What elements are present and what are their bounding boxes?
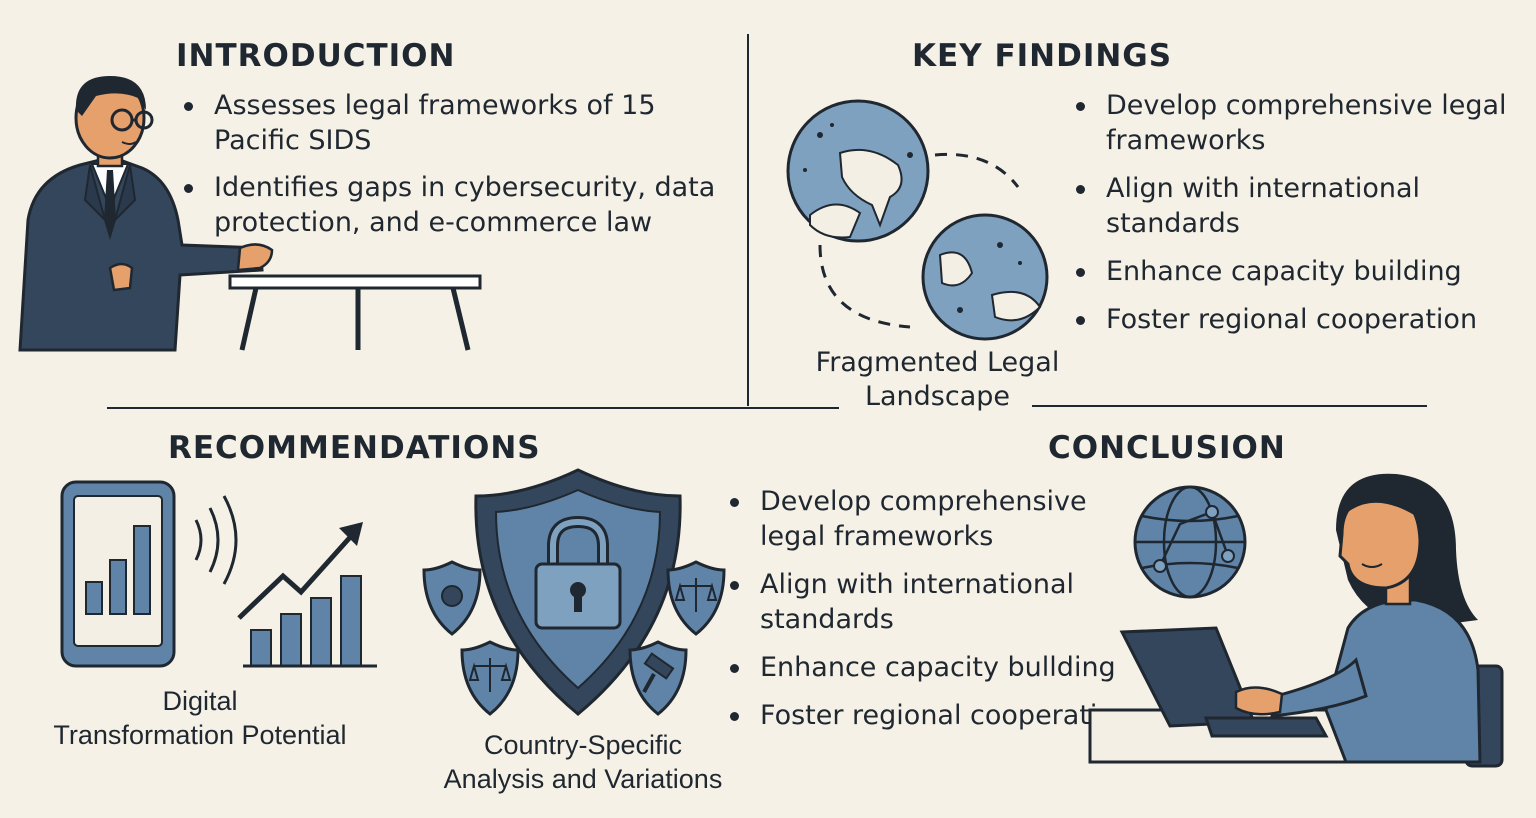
list-item: Align with international standards (722, 567, 1142, 637)
globe-network-icon (1133, 485, 1247, 599)
scales-icon (460, 640, 520, 716)
conclusion-heading: CONCLUSION (1048, 430, 1286, 466)
horizontal-divider-right (1032, 405, 1427, 407)
digital-caption-line2: Transformation Potential (53, 720, 347, 750)
key-findings-bullets: Develop comprehensive legal frameworks A… (1068, 88, 1508, 337)
list-item: Assesses legal frameworks of 15 Pacific … (176, 88, 736, 158)
presenter-figure (18, 76, 274, 352)
introduction-bullets: Assesses legal frameworks of 15 Pacific … (176, 88, 736, 240)
list-item: Foster regional cooperation (1068, 302, 1508, 337)
list-item: Identifies gaps in cybersecurity, data p… (176, 170, 736, 240)
vertical-divider (747, 34, 749, 406)
introduction-heading: INTRODUCTION (176, 38, 456, 74)
horizontal-divider-left (107, 407, 839, 409)
key-findings-heading: KEY FINDINGS (912, 38, 1173, 74)
list-item: Foster regional cooperation (722, 698, 1142, 733)
fragmented-caption: Fragmented Legal Landscape (790, 346, 1085, 414)
fragmented-caption-line1: Fragmented Legal (815, 347, 1060, 378)
woman-laptop-figure (1088, 473, 1504, 768)
recommendations-heading: RECOMMENDATIONS (168, 430, 541, 466)
table-icon (228, 274, 482, 351)
growth-chart-icon (237, 522, 377, 668)
list-item: Enhance capacity bullding (722, 650, 1142, 685)
country-caption-line2: Analysis and Variations (443, 764, 723, 794)
country-caption-line1: Country-Specific (483, 730, 683, 760)
gavel-icon (628, 640, 688, 716)
list-item: Enhance capacity building (1068, 254, 1508, 289)
digital-caption-line1: Digital (162, 686, 238, 716)
smartphone-chart-icon (60, 480, 238, 668)
fragmented-caption-line2: Landscape (864, 381, 1011, 412)
list-item: Develop comprehensive legal frameworks (722, 484, 1142, 554)
list-item: Develop comprehensive legal frameworks (1068, 88, 1508, 158)
digital-caption: Digital Transformation Potential (20, 684, 380, 752)
recommendations-bullets: Develop comprehensive legal frameworks A… (722, 484, 1142, 733)
scales-icon (666, 560, 726, 636)
island-map-icon (786, 99, 1049, 341)
scales-icon (422, 560, 482, 636)
country-caption: Country-Specific Analysis and Variations (418, 728, 748, 796)
list-item: Align with international standards (1068, 171, 1508, 241)
